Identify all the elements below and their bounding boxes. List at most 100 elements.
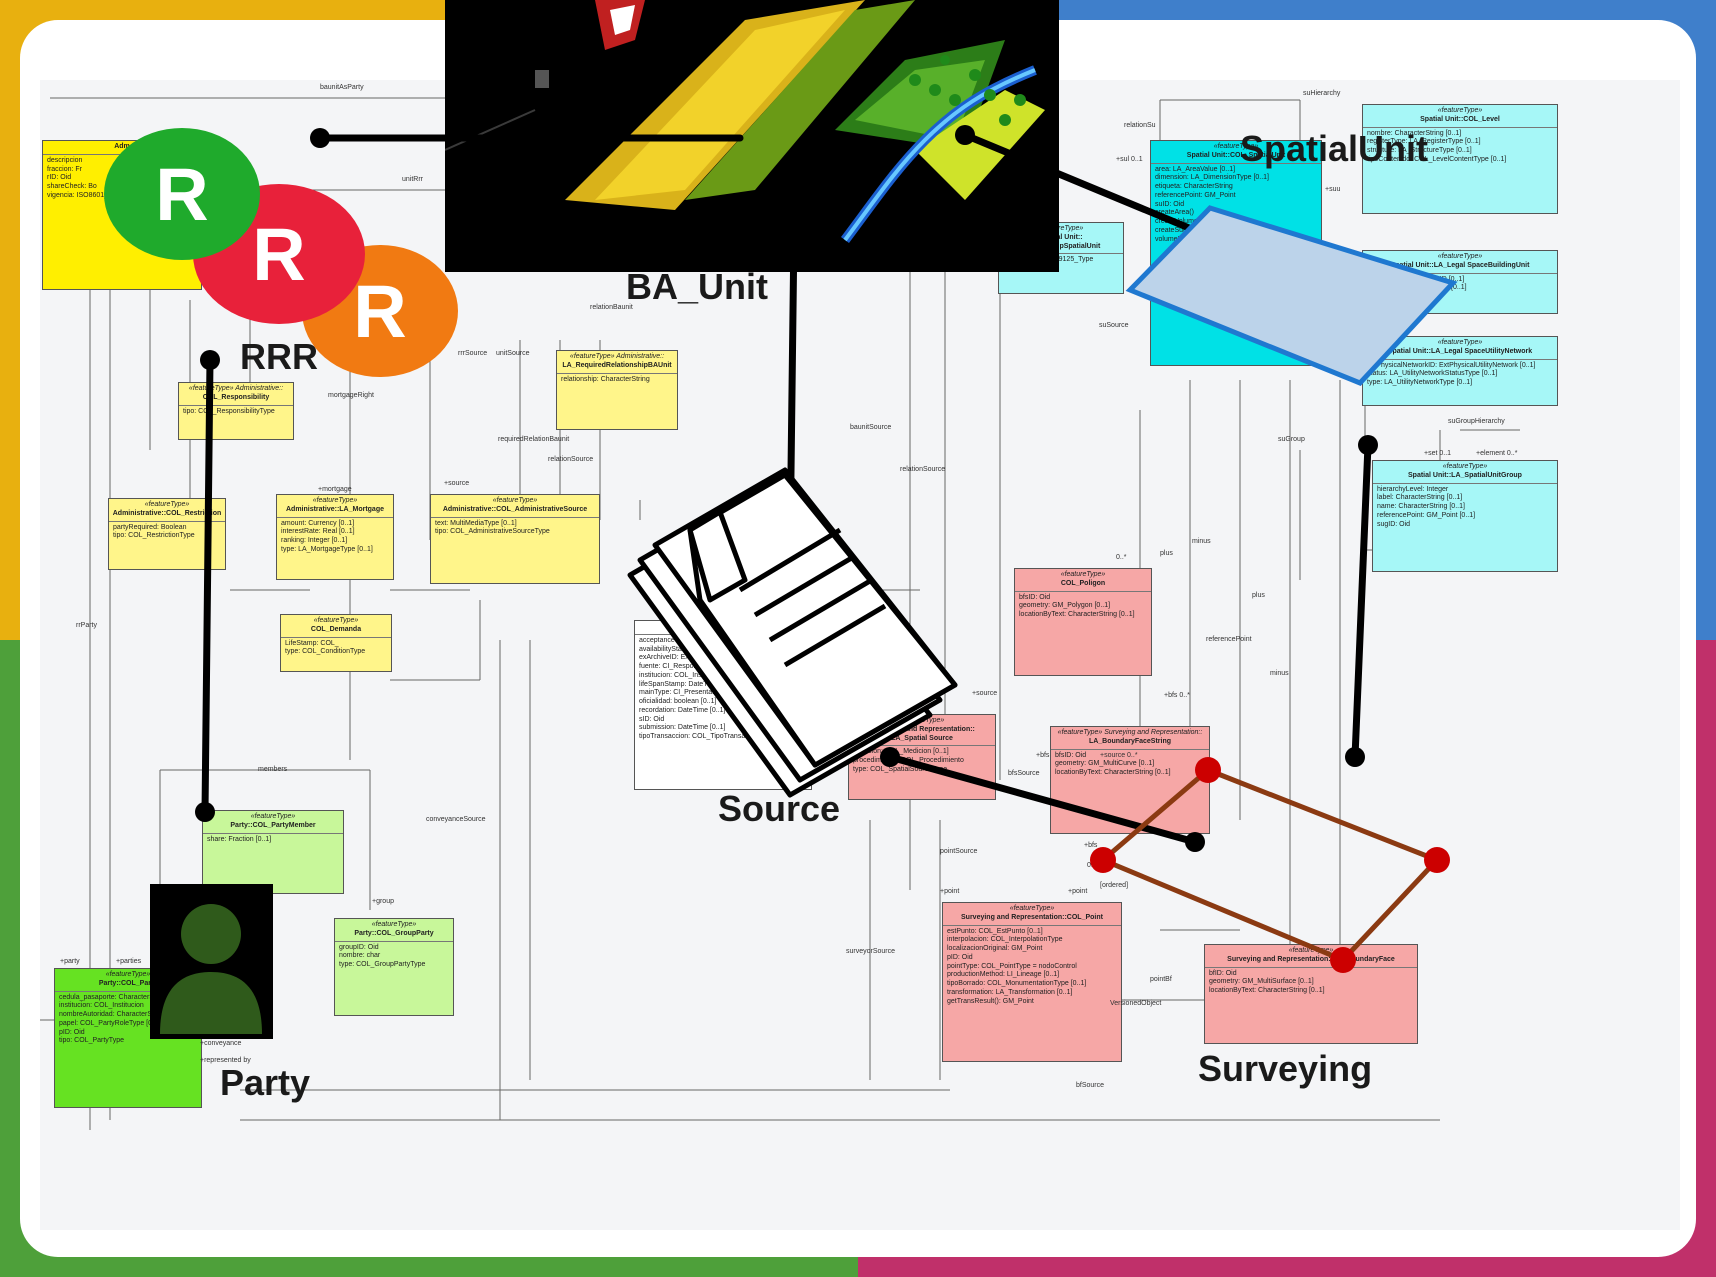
uml-class-attribute: pID: Oid	[59, 1028, 85, 1036]
uml-class-title: Party::COL_Party	[98, 979, 158, 987]
label-surveying: Surveying	[1198, 1048, 1373, 1089]
uml-class-header: «featureType»Spatial Unit::COL_Level	[1363, 105, 1557, 128]
uml-class-attribute: etiqueta: CharacterString	[1155, 183, 1233, 190]
uml-class-attributes: tipo: COL_ResponsibilityType	[179, 406, 293, 419]
uml-class-attribute: tipo: COL_PartyType	[59, 1037, 124, 1045]
uml-class-attribute: relationship: CharacterString	[561, 375, 650, 383]
uml-class-title: Spatial Unit::COL_SpatialUnit	[1186, 151, 1286, 159]
uml-class-title: Spatial Unit::LA_Legal SpaceUtilityNetwo…	[1387, 347, 1533, 355]
uml-class-attributes: nombre: CharacterString [0..1]registerTy…	[1363, 128, 1557, 167]
relation-label: members	[258, 766, 288, 773]
uml-class-attribute: nombreAutoridad: CharacterString [0..1]	[59, 1011, 184, 1018]
label-spatial-unit: SpatialUnit	[1240, 128, 1429, 169]
uml-class-attribute: tipoTransaccion: COL_TipoTransaccion	[639, 733, 762, 740]
uml-class-title: LA_RequiredRelationshipBAUnit	[562, 361, 672, 369]
uml-class-title: Surveying and Representation:: LA_Spatia…	[869, 725, 975, 742]
relation-label: +sul 0..1	[1116, 156, 1143, 163]
uml-class-attribute: cedula_pasaporte: CharacterString	[59, 993, 168, 1001]
relation-label: VersionedObject	[1110, 1000, 1162, 1007]
uml-class-boundary-face: «featureType»Surveying and Representatio…	[1204, 944, 1418, 1044]
uml-class-header: «featureType»Party::COL_Party	[55, 969, 201, 992]
uml-class-attribute: lifeSpanStamp: DateTime	[639, 680, 719, 688]
uml-class-stereotype: «featureType»	[371, 921, 417, 928]
uml-class-attribute: estPunto: COL_EstPunto [0..1]	[947, 927, 1043, 935]
relation-label: suHierarchy	[1303, 90, 1341, 97]
uml-class-stereotype: «featureType»	[105, 971, 151, 978]
relation-label: suGroupHierarchy	[1448, 418, 1505, 425]
uml-class-attribute: area: LA_AreaValue [0..1]	[1155, 165, 1236, 173]
r-letter-2: R	[252, 212, 306, 296]
uml-class-attribute: fuente: CI_ResponsibleParty	[639, 663, 729, 670]
label-party: Party	[220, 1062, 311, 1103]
uml-class-attribute: geometry: GM_MultiCurve [0..1]	[1055, 760, 1155, 768]
r-letter-1: R	[155, 152, 209, 236]
uml-class-title: Spatial Unit::LA_SpatialUnitGroup	[1408, 471, 1522, 479]
uml-class-title: Surveying and Representation::COL_Point	[961, 913, 1103, 921]
uml-class-attribute: tipo: COL_AdministrativeSourceType	[435, 528, 550, 536]
uml-class-attribute: partyRequired: Boolean	[113, 523, 187, 531]
relation-label: 0..*	[1116, 554, 1127, 561]
uml-class-stereotype: «featureType»	[1437, 253, 1483, 260]
uml-class-attribute: groupID: Oid	[339, 943, 379, 951]
person-silhouette-icon	[150, 884, 273, 1039]
uml-class-header: «featureType»COL_Poligon	[1015, 569, 1151, 592]
uml-class-title: Administrative::COL_AdministrativeSource	[442, 505, 588, 513]
uml-class-stereotype: «featureType» Administrative::	[569, 353, 665, 360]
relation-label: baunitSource	[850, 424, 892, 431]
uml-class-attribute: geometry: GM_MultiSurface [0..1]	[1209, 978, 1314, 986]
uml-class-attributes: text: MultiMediaType [0..1]tipo: COL_Adm…	[431, 518, 599, 540]
uml-class-attribute: hierarchyLevel: Integer	[1377, 485, 1449, 493]
uml-class-col-point: «featureType»Surveying and Representatio…	[942, 902, 1122, 1062]
uml-class-attribute: suID: Oid	[1155, 200, 1185, 208]
uml-class-stereotype: «featureType»	[1437, 339, 1483, 346]
relation-label: pointBf	[1150, 976, 1172, 983]
relation-label: relationSource	[900, 466, 946, 473]
uml-class-header: «featureType»Spatial Unit:: Relationship…	[999, 223, 1123, 255]
uml-class-attribute: type: COL_SpatialSourceType	[853, 765, 948, 773]
relation-label: mortgageRight	[328, 392, 374, 399]
document-stack-icon	[627, 467, 958, 798]
uml-class-attribute: getTransResult(): GM_Point	[947, 997, 1034, 1005]
relation-label: minus	[1270, 670, 1289, 677]
relation-label: bfSource	[1076, 1082, 1105, 1089]
uml-class-attribute: oficialidad: boolean [0..1]	[639, 698, 717, 705]
uml-class-attribute: bfID: Oid	[1209, 969, 1237, 977]
r-letter-3: R	[353, 269, 407, 353]
uml-class-attribute: submission: DateTime [0..1]	[639, 724, 726, 732]
relation-label: +point	[940, 888, 960, 895]
relation-label: requiredRelationBaunit	[498, 436, 570, 443]
uml-class-title: Spatial Unit:: RelationshipSpatialUnit	[1021, 233, 1101, 250]
relation-label: +represented by	[200, 1057, 251, 1064]
uml-class-header: «featureType»Administrative::COL_Adminis…	[431, 495, 599, 518]
uml-class-header: «featureType»Spatial Unit::LA_SpatialUni…	[1373, 461, 1557, 484]
uml-class-attribute: medicion: COL_Medicion [0..1]	[853, 748, 949, 756]
uml-class-attribute: sugID: Oid	[1377, 520, 1411, 528]
uml-class-attribute: tipoBorrado: COL_MonumentationType [0..1…	[947, 980, 1087, 987]
relation-label: +group	[372, 898, 394, 905]
uml-class-admin-source: «featureType»Administrative::COL_Adminis…	[430, 494, 600, 584]
uml-class-stereotype: «featureType»	[1038, 225, 1084, 232]
relation-label: +element 0..*	[1476, 450, 1518, 457]
label-ba-unit: BA_Unit	[626, 266, 768, 307]
uml-class-attributes: amount: Currency [0..1]interestRate: Rea…	[277, 518, 393, 557]
uml-class-attribute: interestRate: Real [0..1]	[281, 528, 355, 536]
relation-label: relationSource	[548, 456, 594, 463]
uml-class-attribute: name: CharacterString [0..1]	[1377, 503, 1465, 510]
uml-class-stereotype: «featureType»	[1060, 571, 1106, 578]
uml-class-header: «featureType»Administrative::COL_Restric…	[109, 499, 225, 522]
uml-class-title: Adm	[114, 143, 130, 150]
relation-label: baunitAsParty	[320, 84, 364, 91]
uml-class-attribute: bfsID: Oid	[1055, 751, 1087, 759]
relation-label: relationBaunit	[590, 304, 633, 311]
uml-class-stereotype: «featureType»	[144, 501, 190, 508]
relation-label: +point	[1068, 888, 1088, 895]
